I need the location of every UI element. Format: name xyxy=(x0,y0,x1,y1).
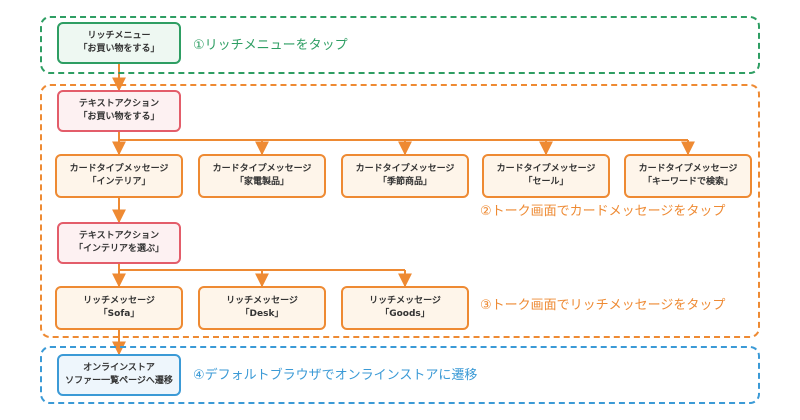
card-label: 「キーワードで検索」 xyxy=(642,177,733,187)
card-title: カードタイプメッセージ xyxy=(69,163,169,174)
step3-caption: ③トーク画面でリッチメッセージをタップ xyxy=(480,298,726,313)
card-node-sale: カードタイプメッセージ 「セール」 xyxy=(482,154,610,198)
online-store-node: オンラインストア ソファー一覧ページへ遷移 xyxy=(57,354,181,396)
rich-menu-label: 「お買い物をする」 xyxy=(78,44,160,54)
rich-message-label: 「Goods」 xyxy=(380,309,430,319)
text-action-shopping-title: テキストアクション xyxy=(78,98,160,109)
text-action-interior-label: 「インテリアを選ぶ」 xyxy=(73,244,164,254)
card-title: カードタイプメッセージ xyxy=(355,163,455,174)
card-label: 「季節商品」 xyxy=(377,177,432,187)
card-title: カードタイプメッセージ xyxy=(212,163,312,174)
step4-caption: ④デフォルトブラウザでオンラインストアに遷移 xyxy=(193,368,478,383)
card-title: カードタイプメッセージ xyxy=(638,163,738,174)
online-store-label: ソファー一覧ページへ遷移 xyxy=(65,376,173,386)
rich-message-node-sofa: リッチメッセージ 「Sofa」 xyxy=(55,286,183,330)
rich-message-node-desk: リッチメッセージ 「Desk」 xyxy=(198,286,326,330)
card-node-keyword: カードタイプメッセージ 「キーワードで検索」 xyxy=(624,154,752,198)
card-title: カードタイプメッセージ xyxy=(496,163,596,174)
rich-message-label: 「Sofa」 xyxy=(98,309,140,319)
card-node-seasonal: カードタイプメッセージ 「季節商品」 xyxy=(341,154,469,198)
card-label: 「セール」 xyxy=(523,177,569,187)
card-node-interior: カードタイプメッセージ 「インテリア」 xyxy=(55,154,183,198)
rich-menu-node: リッチメニュー 「お買い物をする」 xyxy=(57,22,181,64)
rich-message-node-goods: リッチメッセージ 「Goods」 xyxy=(341,286,469,330)
card-node-appliances: カードタイプメッセージ 「家電製品」 xyxy=(198,154,326,198)
text-action-interior-node: テキストアクション 「インテリアを選ぶ」 xyxy=(57,222,181,264)
region-step4 xyxy=(40,346,760,404)
region-steps-2-3 xyxy=(40,84,760,338)
rich-message-label: 「Desk」 xyxy=(240,309,284,319)
card-label: 「インテリア」 xyxy=(87,177,151,187)
card-label: 「家電製品」 xyxy=(234,177,289,187)
rich-message-title: リッチメッセージ xyxy=(226,295,298,306)
rich-message-title: リッチメッセージ xyxy=(83,295,155,306)
online-store-title: オンラインストア xyxy=(83,362,155,373)
step1-caption: ①リッチメニューをタップ xyxy=(193,38,348,53)
rich-menu-title: リッチメニュー xyxy=(87,30,151,41)
rich-message-title: リッチメッセージ xyxy=(369,295,441,306)
text-action-interior-title: テキストアクション xyxy=(78,230,160,241)
text-action-shopping-label: 「お買い物をする」 xyxy=(78,112,160,122)
region-step1 xyxy=(40,16,760,74)
text-action-shopping-node: テキストアクション 「お買い物をする」 xyxy=(57,90,181,132)
step2-caption: ②トーク画面でカードメッセージをタップ xyxy=(480,204,726,219)
